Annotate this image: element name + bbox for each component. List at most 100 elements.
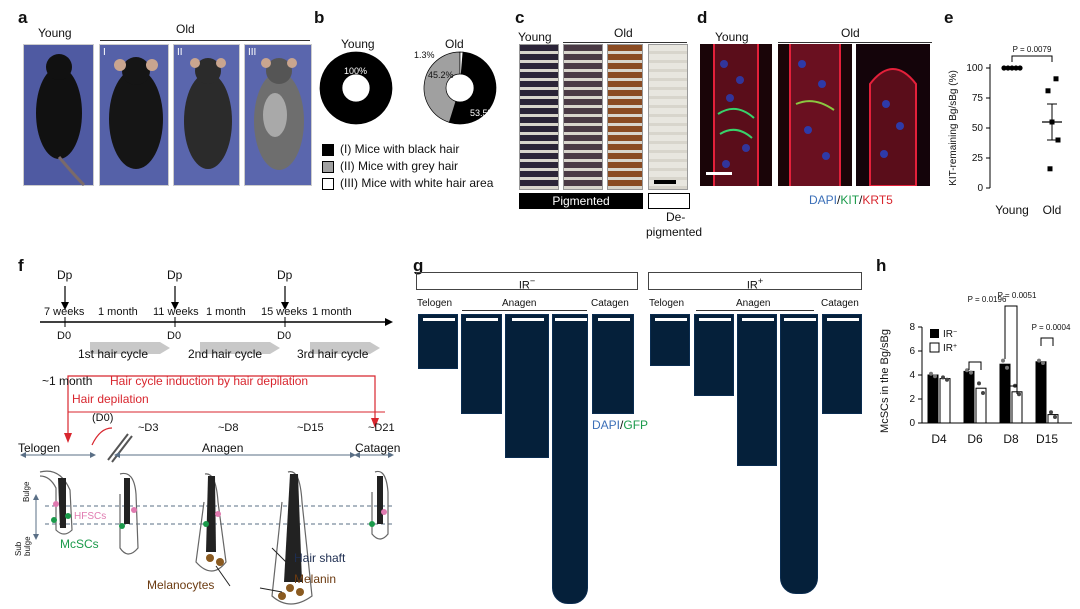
fluor-young bbox=[700, 44, 772, 186]
pie-young-label-100: 100% bbox=[344, 66, 367, 76]
ir-minus-sup: − bbox=[529, 276, 536, 286]
panel-g-label: g bbox=[413, 256, 424, 275]
cycle-label-2: 2nd hair cycle bbox=[188, 347, 263, 361]
panel-d-old-rule bbox=[778, 42, 932, 43]
e-old-point-3 bbox=[1047, 166, 1053, 172]
panel-a-old-label: Old bbox=[176, 22, 195, 36]
panel-e-label: e bbox=[944, 8, 954, 27]
timeline-diagram bbox=[20, 286, 394, 605]
h-point-D4-0-1 bbox=[933, 374, 937, 379]
weeks-label-2: 11 weeks bbox=[153, 306, 199, 318]
panel-d-label: d bbox=[697, 8, 708, 27]
h-ytick-label-4: 8 bbox=[909, 322, 915, 333]
h-xlabel-3: D15 bbox=[1036, 432, 1058, 446]
h-legend-sup-minus: − bbox=[953, 329, 957, 336]
induction-label: Hair cycle induction by hair depilation bbox=[110, 374, 309, 388]
depigmented-label-1: De- bbox=[666, 210, 686, 224]
phase-anagen: Anagen bbox=[202, 441, 244, 455]
one-month-label: ~1 month bbox=[42, 374, 93, 388]
panel-f-label: f bbox=[18, 256, 24, 275]
mouse-label-1: I bbox=[103, 47, 106, 58]
h-ytick-label-2: 4 bbox=[909, 370, 915, 381]
micro-plus-telogen bbox=[650, 314, 690, 366]
h-point-D8-1-1 bbox=[1017, 392, 1021, 397]
day-label-d3: ~D3 bbox=[138, 422, 159, 434]
month-label-2: 1 month bbox=[206, 306, 246, 318]
h-pbracket-d8-outer bbox=[1004, 305, 1018, 387]
h-ytick-label-3: 6 bbox=[909, 346, 915, 357]
pie-charts: 100%53.5%45.2%1.3% bbox=[319, 50, 497, 125]
depigmented-label-2: pigmented bbox=[646, 225, 703, 239]
h-point-D8-0-1 bbox=[1005, 365, 1009, 370]
micro-minus-telogen bbox=[418, 314, 458, 369]
h-point-D15-1-1 bbox=[1053, 415, 1057, 419]
h-legend-swatch-minus bbox=[930, 329, 939, 338]
h-point-D6-0-1 bbox=[969, 370, 973, 375]
h-point-D6-1-1 bbox=[981, 391, 985, 395]
g-plus-anagen-rule bbox=[696, 310, 814, 311]
bulge-label: Bulge bbox=[22, 481, 31, 502]
legend-item-black: (I) Mice with black hair bbox=[322, 141, 493, 158]
e-xlabel-0: Young bbox=[995, 203, 1029, 217]
mouse-label-2: II bbox=[177, 47, 183, 58]
micro-plus-anagen-1 bbox=[694, 314, 734, 396]
pie-1-hole bbox=[445, 73, 475, 103]
cycle-label-3: 3rd hair cycle bbox=[297, 347, 369, 361]
mouse-photo-young bbox=[23, 44, 94, 187]
phase-catagen: Catagen bbox=[355, 441, 401, 455]
e-ytick-label-3: 75 bbox=[972, 93, 984, 104]
fluor-old-2 bbox=[856, 44, 930, 187]
e-old-point-2 bbox=[1055, 137, 1061, 143]
e-old-point-0 bbox=[1053, 76, 1059, 82]
h-bar-D6-plus bbox=[975, 387, 987, 424]
micro-minus-anagen-3 bbox=[552, 314, 588, 604]
g-minus-anagen: Anagen bbox=[502, 298, 537, 309]
d0-label-2: D0 bbox=[167, 330, 182, 342]
d0-paren-label: (D0) bbox=[92, 412, 114, 424]
pie-old-label-grey: 45.2% bbox=[428, 70, 454, 80]
g-plus-anagen: Anagen bbox=[736, 298, 771, 309]
h-pbracket-2 bbox=[1040, 337, 1054, 346]
hfsc-label: HFSCs bbox=[74, 511, 107, 522]
cycle-label-1: 1st hair cycle bbox=[78, 347, 149, 361]
weeks-label-1: 7 weeks bbox=[44, 306, 85, 318]
scale-bar bbox=[654, 180, 676, 184]
g-stain-dapi: DAPI bbox=[592, 418, 621, 432]
pie-old-label-white: 1.3% bbox=[414, 50, 435, 60]
panel-c-label: c bbox=[515, 8, 525, 27]
hair-strip-3 bbox=[648, 44, 688, 190]
ir-minus-text: IR bbox=[518, 279, 530, 292]
h-pvalue-d8: P = 0.0051 bbox=[998, 291, 1037, 300]
h-legend-sup-plus: + bbox=[953, 343, 957, 350]
h-point-D4-1-0 bbox=[941, 375, 945, 380]
h-pvalue-d6: P = 0.0196 bbox=[968, 295, 1007, 304]
mcsc-label: McSCs bbox=[60, 537, 99, 551]
mouse-photo-old-1: I bbox=[99, 44, 169, 186]
day-label-d15: ~D15 bbox=[297, 422, 324, 434]
h-point-D15-0-1 bbox=[1041, 361, 1045, 365]
pigmented-bar: Pigmented bbox=[519, 193, 643, 209]
dp-label-2: Dp bbox=[167, 268, 183, 282]
legend-item-white: (III) Mice with white hair area bbox=[322, 175, 493, 192]
e-xlabel-1: Old bbox=[1043, 203, 1062, 217]
h-point-D6-0-0 bbox=[965, 368, 969, 373]
hair-strips bbox=[519, 44, 689, 190]
panel-a-young-label: Young bbox=[38, 26, 72, 40]
h-bar-D15-plus bbox=[1047, 414, 1059, 424]
hair-strip-2 bbox=[607, 44, 643, 190]
micro-minus-anagen-1 bbox=[461, 314, 502, 414]
panel-c-young: Young bbox=[518, 30, 552, 44]
g-plus-catagen: Catagen bbox=[821, 298, 859, 309]
micro-plus-anagen-3 bbox=[780, 314, 818, 594]
h-ylabel: McSCs in the Bg/sBg bbox=[879, 329, 891, 433]
legend-white-text: (III) Mice with white hair area bbox=[340, 176, 494, 190]
stain-sep-1: / bbox=[837, 193, 841, 207]
e-ytick-label-1: 25 bbox=[972, 153, 984, 164]
panel-a-label: a bbox=[18, 8, 28, 27]
stain-kit: KIT bbox=[840, 193, 860, 207]
hair-shaft-label: Hair shaft bbox=[294, 551, 346, 565]
melanin-label: Melanin bbox=[294, 572, 337, 586]
panel-c-old: Old bbox=[614, 26, 633, 40]
